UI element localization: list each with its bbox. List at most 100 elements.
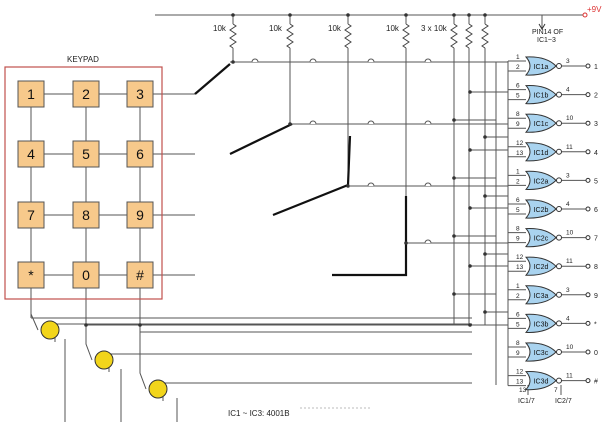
output-label: 6 <box>594 207 598 214</box>
gate-name: IC2b <box>534 207 549 214</box>
pin-number: 1 <box>516 168 520 175</box>
key-label: * <box>28 267 34 283</box>
wire-crossover <box>309 58 317 63</box>
wire-crossover <box>367 182 375 187</box>
junction-dot <box>404 241 408 245</box>
ground-pin-label-right: IC2/7 <box>555 398 572 405</box>
gate-name: IC3c <box>534 350 549 357</box>
junction-dot <box>452 234 456 238</box>
transistor-1-icon <box>40 320 60 340</box>
pin-number: 3 <box>566 58 570 65</box>
junction-dot <box>346 184 350 188</box>
resistor-label-1: 10k <box>213 24 227 33</box>
output-terminal-icon <box>585 63 591 69</box>
pin-number: 5 <box>516 321 520 328</box>
output-label: 4 <box>594 150 598 157</box>
pin-number: 12 <box>516 369 524 376</box>
pin-number: 12 <box>516 254 524 261</box>
pin-number: 9 <box>516 236 520 243</box>
gate-name: IC3b <box>534 321 549 328</box>
pin-number: 4 <box>566 87 570 94</box>
gate-name: IC1a <box>534 64 549 71</box>
pin-number: 4 <box>566 201 570 208</box>
pin-number: 10 <box>566 344 574 351</box>
pin-number: 8 <box>516 226 520 233</box>
gate-name: IC1b <box>534 93 549 100</box>
row2-jumper <box>229 123 293 155</box>
junction-dot <box>468 264 472 268</box>
pin-number: 11 <box>566 373 573 380</box>
resistor-1 <box>229 23 237 49</box>
pin-number: 5 <box>516 207 520 214</box>
wire-crossover <box>424 239 432 244</box>
gate-name: IC1c <box>534 121 549 128</box>
resistor-label-3: 10k <box>328 24 342 33</box>
bold-jumper-wires <box>194 63 408 277</box>
pin-number: 6 <box>516 83 520 90</box>
junction-dot <box>468 90 472 94</box>
key-label: 4 <box>27 146 35 162</box>
row1-jumper <box>194 63 231 95</box>
pin-number: 2 <box>516 178 520 185</box>
pin-number: 11 <box>566 144 573 151</box>
output-label: 9 <box>594 293 598 300</box>
key-11-button <box>72 261 100 289</box>
output-terminal-icon <box>585 292 591 298</box>
arrow-icon <box>538 23 546 30</box>
junction-dot <box>452 176 456 180</box>
junction-dot <box>452 13 456 17</box>
junction-dot <box>483 252 487 256</box>
inverter-bubble-icon <box>556 148 562 155</box>
inverter-bubble-icon <box>556 91 562 98</box>
key-8-button <box>72 201 100 229</box>
pin-number: 13 <box>519 387 527 394</box>
output-terminal-icon <box>585 177 591 183</box>
output-label: 1 <box>594 64 598 71</box>
junction-dot <box>483 13 487 17</box>
wire-crossover <box>309 120 317 125</box>
pin-number: 6 <box>516 311 520 318</box>
key-label: 3 <box>136 86 144 102</box>
gate-ic3b-icon <box>524 313 557 333</box>
supply-label: +9V <box>587 5 602 14</box>
inverter-bubble-icon <box>556 63 562 69</box>
pin-number: 8 <box>516 111 520 118</box>
row4-jumper <box>332 196 408 277</box>
key-7-button <box>17 201 45 229</box>
output-label: 5 <box>594 178 598 185</box>
resistor-5 <box>450 23 458 49</box>
wire-crossover <box>367 58 375 63</box>
key-label: 0 <box>82 267 90 283</box>
wire-crossover <box>251 58 259 63</box>
inverter-bubble-icon <box>556 349 562 355</box>
inverter-bubble-icon <box>556 320 562 327</box>
output-label: 8 <box>594 264 598 271</box>
pin-number: 4 <box>566 315 570 322</box>
resistor-3 <box>344 23 352 49</box>
pin-number: 7 <box>554 387 558 394</box>
pin-number: 1 <box>516 54 520 61</box>
key-6-button <box>126 140 154 168</box>
key-label: 2 <box>82 86 90 102</box>
gate-ic1d-icon <box>524 142 557 162</box>
key-5-button <box>72 140 100 168</box>
junction-dot <box>468 148 472 152</box>
gate-ic3c-icon <box>524 342 557 362</box>
output-terminal-icon <box>585 92 591 98</box>
key-label: 8 <box>82 207 90 223</box>
pin-number: 13 <box>516 150 524 157</box>
key-label: 9 <box>136 207 144 223</box>
output-terminal-icon <box>585 120 591 126</box>
junction-dot <box>231 60 235 64</box>
pin-number: 9 <box>516 121 520 128</box>
inverter-bubble-icon <box>556 291 562 298</box>
junction-dot <box>288 13 292 17</box>
wire-crossover <box>424 182 432 187</box>
output-terminal-icon <box>585 149 591 155</box>
row3-jumper <box>272 135 352 217</box>
output-terminal-icon <box>585 206 591 212</box>
output-terminal-icon <box>585 349 591 355</box>
pin-number: 10 <box>566 230 574 237</box>
